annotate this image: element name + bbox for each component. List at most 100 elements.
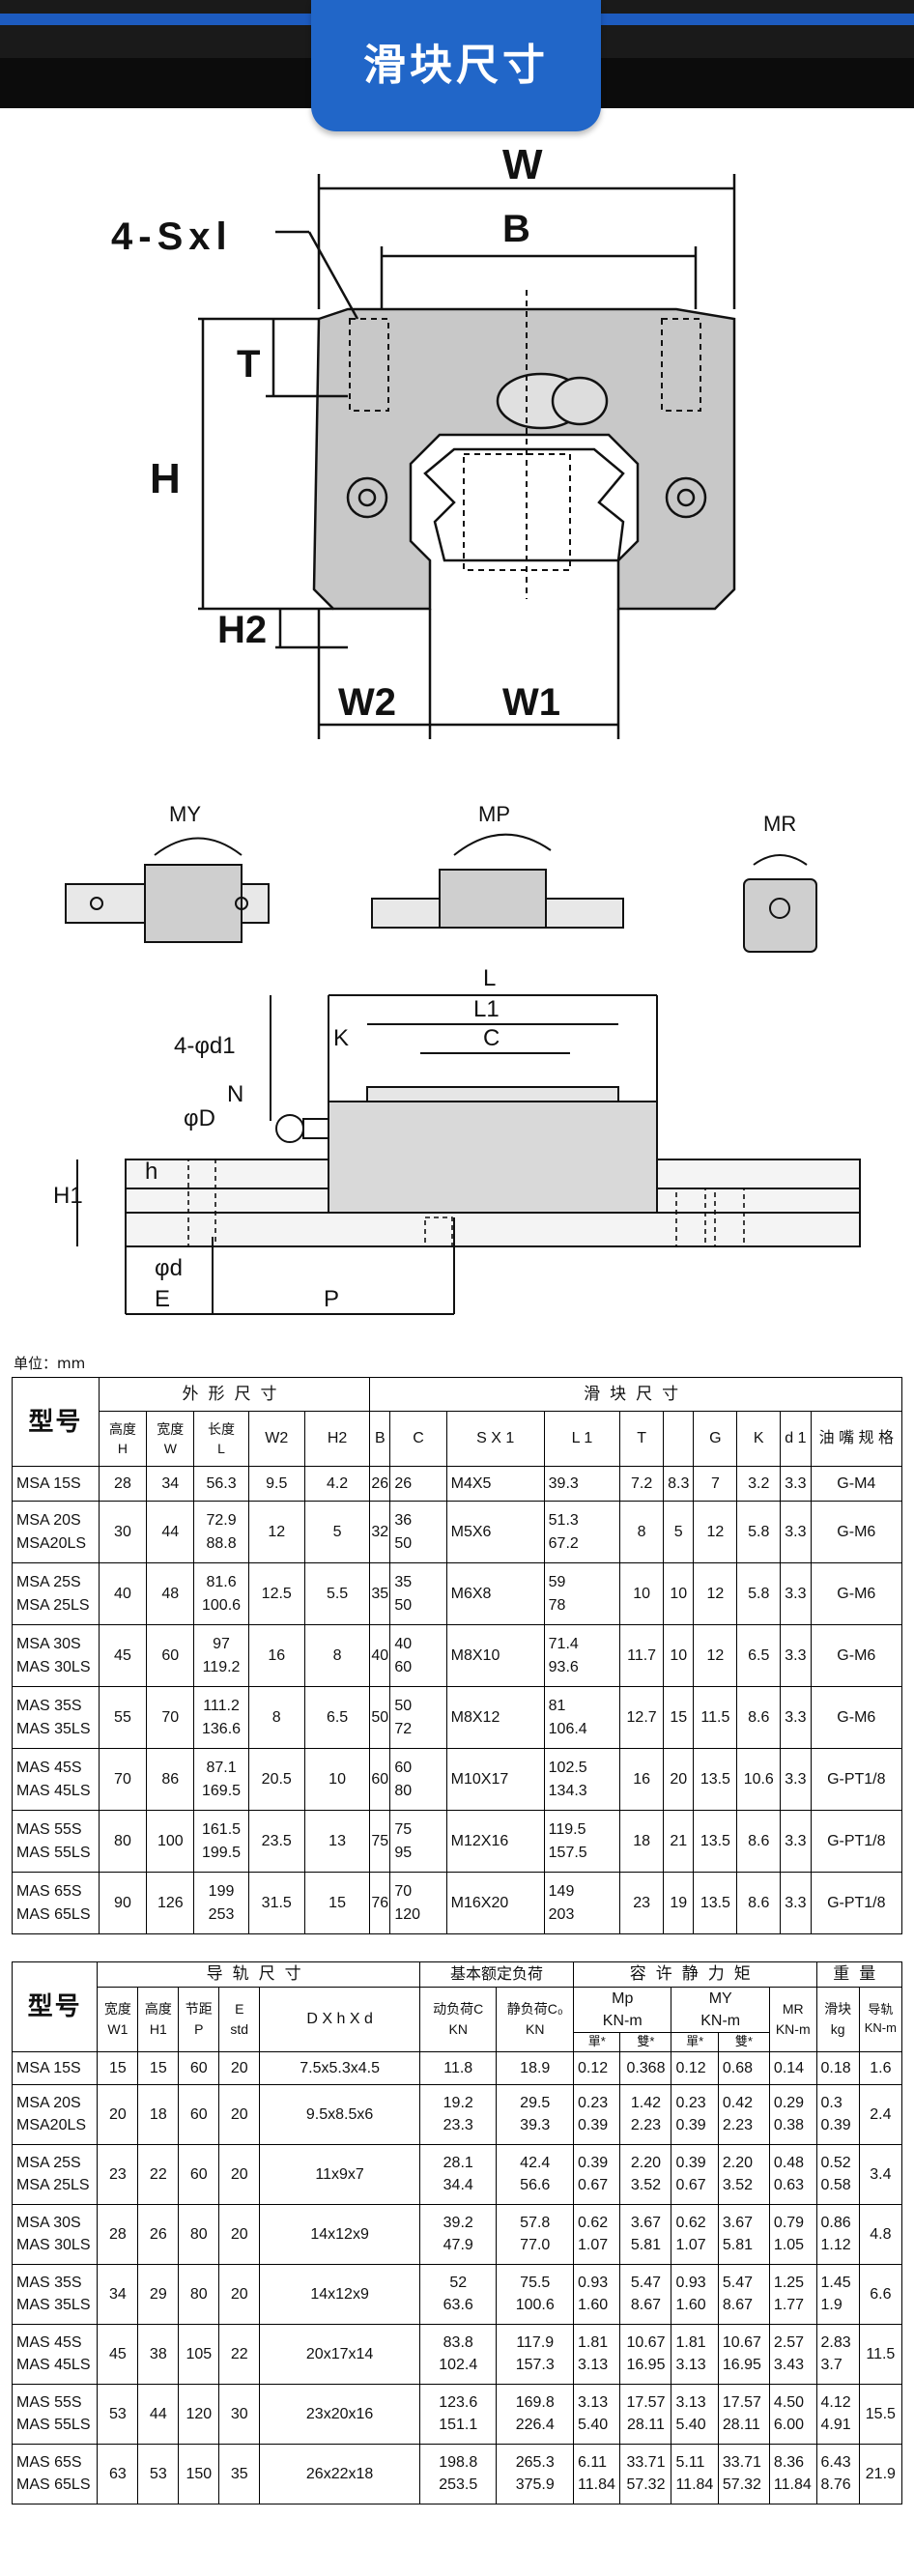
t1-h: 70	[98, 1748, 148, 1811]
label-mr: MR	[763, 812, 796, 836]
label-b: B	[502, 208, 530, 250]
t1-x: 5	[663, 1501, 695, 1563]
t1-h2: 6.5	[303, 1686, 371, 1749]
t2-h1: 15	[137, 2050, 180, 2085]
t1-w2: 9.5	[247, 1466, 305, 1502]
t2-p: 105	[178, 2323, 220, 2385]
t2-w1: 63	[97, 2443, 139, 2504]
label-h: H	[150, 455, 181, 502]
t1-col-9: K	[736, 1411, 782, 1467]
t2-p: 120	[178, 2383, 220, 2445]
t2-rw: 4.8	[858, 2203, 903, 2265]
t2-p: 80	[178, 2263, 220, 2325]
t2-w1: 23	[97, 2143, 139, 2205]
t1-b: 35	[369, 1562, 391, 1625]
moment-icons-diagram: MY MP MR	[65, 802, 817, 953]
t2-p: 60	[178, 2143, 220, 2205]
t2-model-header: 型号	[11, 1961, 99, 2052]
t1-sx1: M8X12	[445, 1686, 545, 1749]
t1-b: 50	[369, 1686, 391, 1749]
label-w2: W2	[338, 681, 396, 724]
t1-d1: 3.3	[780, 1810, 812, 1873]
t1-g: 12	[693, 1624, 738, 1687]
t1-t: 16	[619, 1748, 665, 1811]
t1-oil: G-M6	[810, 1624, 903, 1687]
t2-bw: 0.18	[815, 2050, 860, 2085]
t2-e: 20	[218, 2203, 261, 2265]
t1-b: 76	[369, 1872, 391, 1934]
t1-x: 19	[663, 1872, 695, 1934]
t1-l: 56.3	[193, 1466, 249, 1502]
t2-h1: 53	[137, 2443, 180, 2504]
t2-h1: 18	[137, 2083, 180, 2145]
t2-e: 20	[218, 2263, 261, 2325]
t1-oil: G-PT1/8	[810, 1810, 903, 1873]
t1-h2: 5.5	[303, 1562, 371, 1625]
t2-dhd: 20x17x14	[259, 2323, 420, 2385]
t2-my1: 0.12	[671, 2050, 719, 2085]
t1-k: 8.6	[736, 1872, 782, 1934]
t1-group-block: 滑块尺寸	[369, 1376, 902, 1413]
t1-h: 55	[98, 1686, 148, 1749]
t1-b: 40	[369, 1624, 391, 1687]
t1-b: 26	[369, 1466, 391, 1502]
t1-g: 7	[693, 1466, 738, 1502]
t1-k: 10.6	[736, 1748, 782, 1811]
t1-h: 30	[98, 1501, 148, 1563]
label-l: L	[483, 965, 496, 991]
label-phid-top: φD	[184, 1105, 215, 1131]
unit-label: 单位：mm	[14, 1355, 86, 1372]
t1-d1: 3.3	[780, 1686, 812, 1749]
t1-h: 90	[98, 1872, 148, 1934]
t2-w1: 53	[97, 2383, 139, 2445]
t1-k: 3.2	[736, 1466, 782, 1502]
t1-x: 21	[663, 1810, 695, 1873]
label-my: MY	[169, 802, 201, 826]
t2-p: 60	[178, 2083, 220, 2145]
t1-h2: 8	[303, 1624, 371, 1687]
label-phid-bot: φd	[155, 1255, 183, 1281]
t1-sx1: M5X6	[445, 1501, 545, 1563]
label-k: K	[333, 1025, 349, 1051]
t1-h2: 10	[303, 1748, 371, 1811]
t2-h1: 38	[137, 2323, 180, 2385]
